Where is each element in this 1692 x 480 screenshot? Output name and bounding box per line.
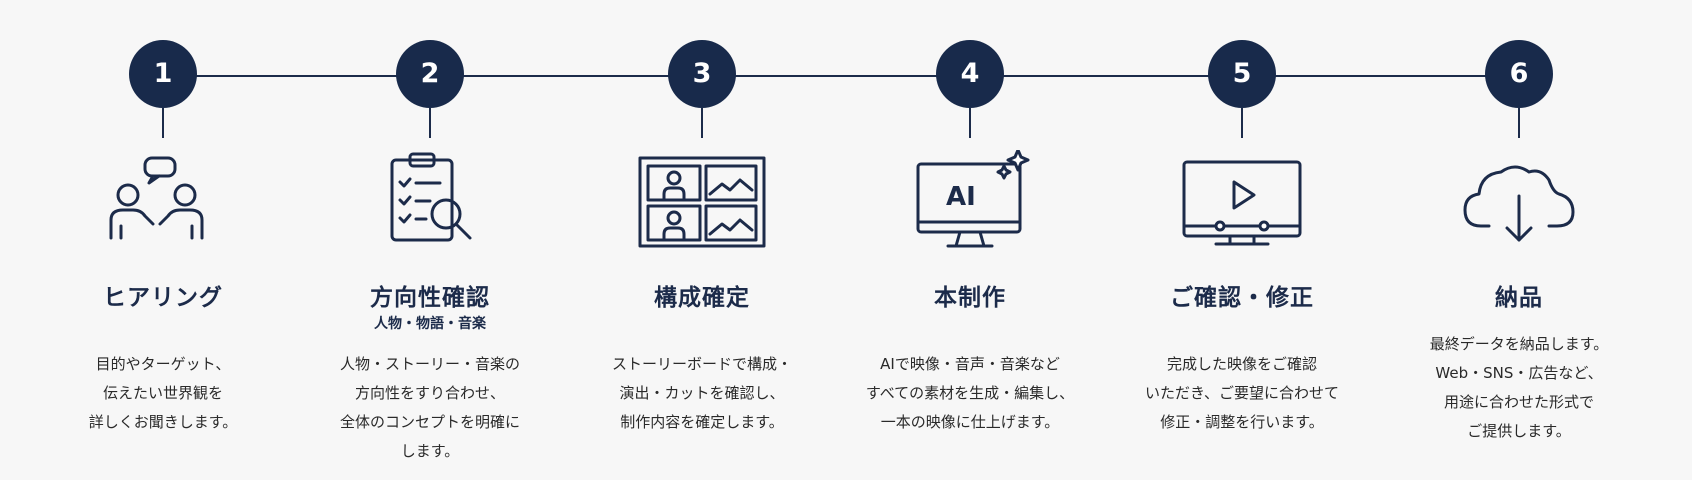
step-connector	[1241, 108, 1243, 138]
step-description-line: 完成した映像をご確認	[1166, 355, 1317, 373]
hearing-people-icon	[93, 150, 233, 260]
step-number-badge: 3	[668, 40, 736, 108]
step-connector	[1518, 108, 1520, 138]
cloud-download-icon	[1449, 150, 1589, 260]
step-description: ストーリーボードで構成・ 演出・カットを確認し、 制作内容を確定します。	[572, 350, 832, 437]
step-description-line: 一本の映像に仕上げます。	[880, 413, 1060, 431]
step-description-line: します。	[400, 442, 460, 460]
step-title: 納品	[1495, 285, 1543, 311]
video-player-icon	[1172, 150, 1312, 260]
step-title: ご確認・修正	[1170, 285, 1314, 311]
step-connector	[162, 108, 164, 138]
step-description-line: 全体のコンセプトを明確に	[339, 413, 520, 431]
step-description-line: 演出・カットを確認し、	[619, 384, 785, 402]
ai-monitor-icon: AI	[900, 150, 1040, 260]
step-title: ヒアリング	[103, 285, 223, 311]
step-description: 完成した映像をご確認 いただき、ご要望に合わせて 修正・調整を行います。	[1112, 350, 1372, 437]
step-description: 人物・ストーリー・音楽の 方向性をすり合わせ、 全体のコンセプトを明確に します…	[300, 350, 560, 466]
ai-monitor-label: AI	[946, 182, 976, 212]
step-description-line: 目的やターゲット、	[95, 355, 231, 373]
step-description-line: 人物・ストーリー・音楽の	[339, 355, 520, 373]
step-description-line: 修正・調整を行います。	[1160, 413, 1324, 431]
step-description-line: AIで映像・音声・音楽など	[880, 355, 1060, 373]
step-description-line: 最終データを納品します。	[1429, 335, 1609, 353]
step-description: 最終データを納品します。 Web・SNS・広告など、 用途に合わせた形式で ご提…	[1389, 330, 1649, 446]
step-title: 本制作	[934, 285, 1006, 311]
step-connector	[429, 108, 431, 138]
step-number-badge: 6	[1485, 40, 1553, 108]
step-description-line: 伝えたい世界観を	[102, 384, 223, 402]
storyboard-icon	[632, 150, 772, 260]
step-number-badge: 2	[396, 40, 464, 108]
step-number-badge: 5	[1208, 40, 1276, 108]
step-number-badge: 1	[129, 40, 197, 108]
step-description: AIで映像・音声・音楽など すべての素材を生成・編集し、 一本の映像に仕上げます…	[840, 350, 1100, 437]
step-description-line: ストーリーボードで構成・	[611, 355, 792, 373]
clipboard-search-icon	[360, 150, 500, 260]
step-description-line: すべての素材を生成・編集し、	[865, 384, 1075, 402]
step-description-line: 詳しくお聞きします。	[88, 413, 238, 431]
timeline-connector	[163, 75, 1519, 77]
step-title: 構成確定	[654, 285, 750, 311]
step-number-badge: 4	[936, 40, 1004, 108]
step-subtitle: 人物・物語・音楽	[374, 316, 486, 332]
step-description-line: 制作内容を確定します。	[620, 413, 784, 431]
step-description: 目的やターゲット、 伝えたい世界観を 詳しくお聞きします。	[33, 350, 293, 437]
step-connector	[969, 108, 971, 138]
step-description-line: Web・SNS・広告など、	[1435, 364, 1603, 382]
step-description-line: ご提供します。	[1467, 422, 1571, 440]
step-title: 方向性確認	[370, 285, 490, 311]
step-description-line: 方向性をすり合わせ、	[354, 384, 505, 402]
step-description-line: いただき、ご要望に合わせて	[1145, 384, 1339, 402]
step-connector	[701, 108, 703, 138]
step-description-line: 用途に合わせた形式で	[1443, 393, 1594, 411]
